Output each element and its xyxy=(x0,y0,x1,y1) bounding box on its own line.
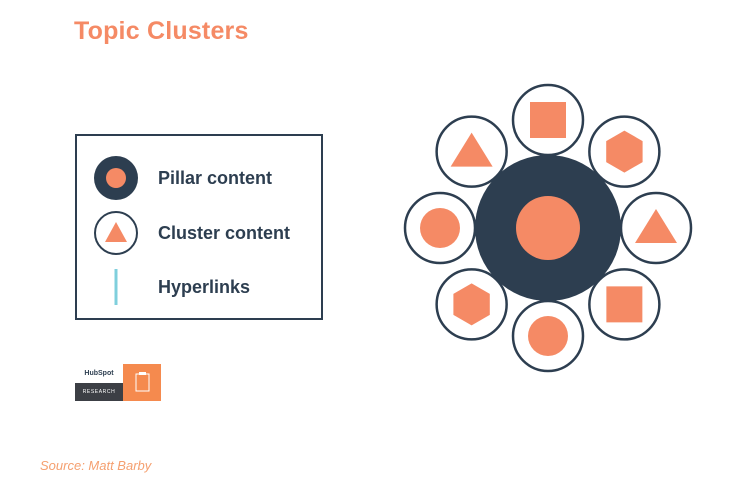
pillar-node xyxy=(475,155,621,301)
logo-orange-tile xyxy=(123,364,161,401)
cluster-node-right xyxy=(619,191,693,265)
square-icon xyxy=(606,286,643,323)
pillar-inner-circle xyxy=(516,196,580,260)
legend-label-cluster: Cluster content xyxy=(158,222,291,243)
legend-item-cluster: Cluster content xyxy=(93,210,290,256)
circle-icon xyxy=(528,316,568,356)
hexagon-icon xyxy=(453,283,490,326)
hyperlink-line-icon xyxy=(114,269,118,305)
legend-label-pillar: Pillar content xyxy=(158,167,273,188)
hubspot-research-logo: HubSpot RESEARCH xyxy=(75,364,161,401)
hexagon-icon xyxy=(606,130,643,173)
triangle-icon xyxy=(635,209,677,243)
legend-item-hyperlinks: Hyperlinks xyxy=(93,264,250,310)
square-icon xyxy=(530,102,566,138)
cluster-node-top-right xyxy=(588,115,661,188)
cluster-node-top-left xyxy=(435,115,508,188)
cluster-nodes xyxy=(403,83,693,373)
source-caption: Source: Matt Barby xyxy=(40,458,152,473)
cluster-node-bottom xyxy=(511,299,585,373)
pillar-content-icon xyxy=(94,156,138,200)
cluster-node-bottom-left xyxy=(435,268,508,341)
cluster-node-left xyxy=(403,191,477,265)
cluster-content-icon xyxy=(94,211,138,255)
cluster-node-top xyxy=(511,83,585,157)
legend-label-hyperlinks: Hyperlinks xyxy=(158,276,251,297)
page-title: Topic Clusters xyxy=(74,17,249,45)
clipboard-icon xyxy=(135,372,150,392)
cluster-node-bottom-right xyxy=(588,268,661,341)
circle-icon xyxy=(420,208,460,248)
legend-item-pillar: Pillar content xyxy=(93,155,272,201)
hubspot-wordmark: HubSpot xyxy=(75,364,123,383)
triangle-icon xyxy=(450,132,493,167)
legend-box: Pillar content Cluster content Hyperlink… xyxy=(75,134,323,320)
research-label: RESEARCH xyxy=(75,383,123,401)
